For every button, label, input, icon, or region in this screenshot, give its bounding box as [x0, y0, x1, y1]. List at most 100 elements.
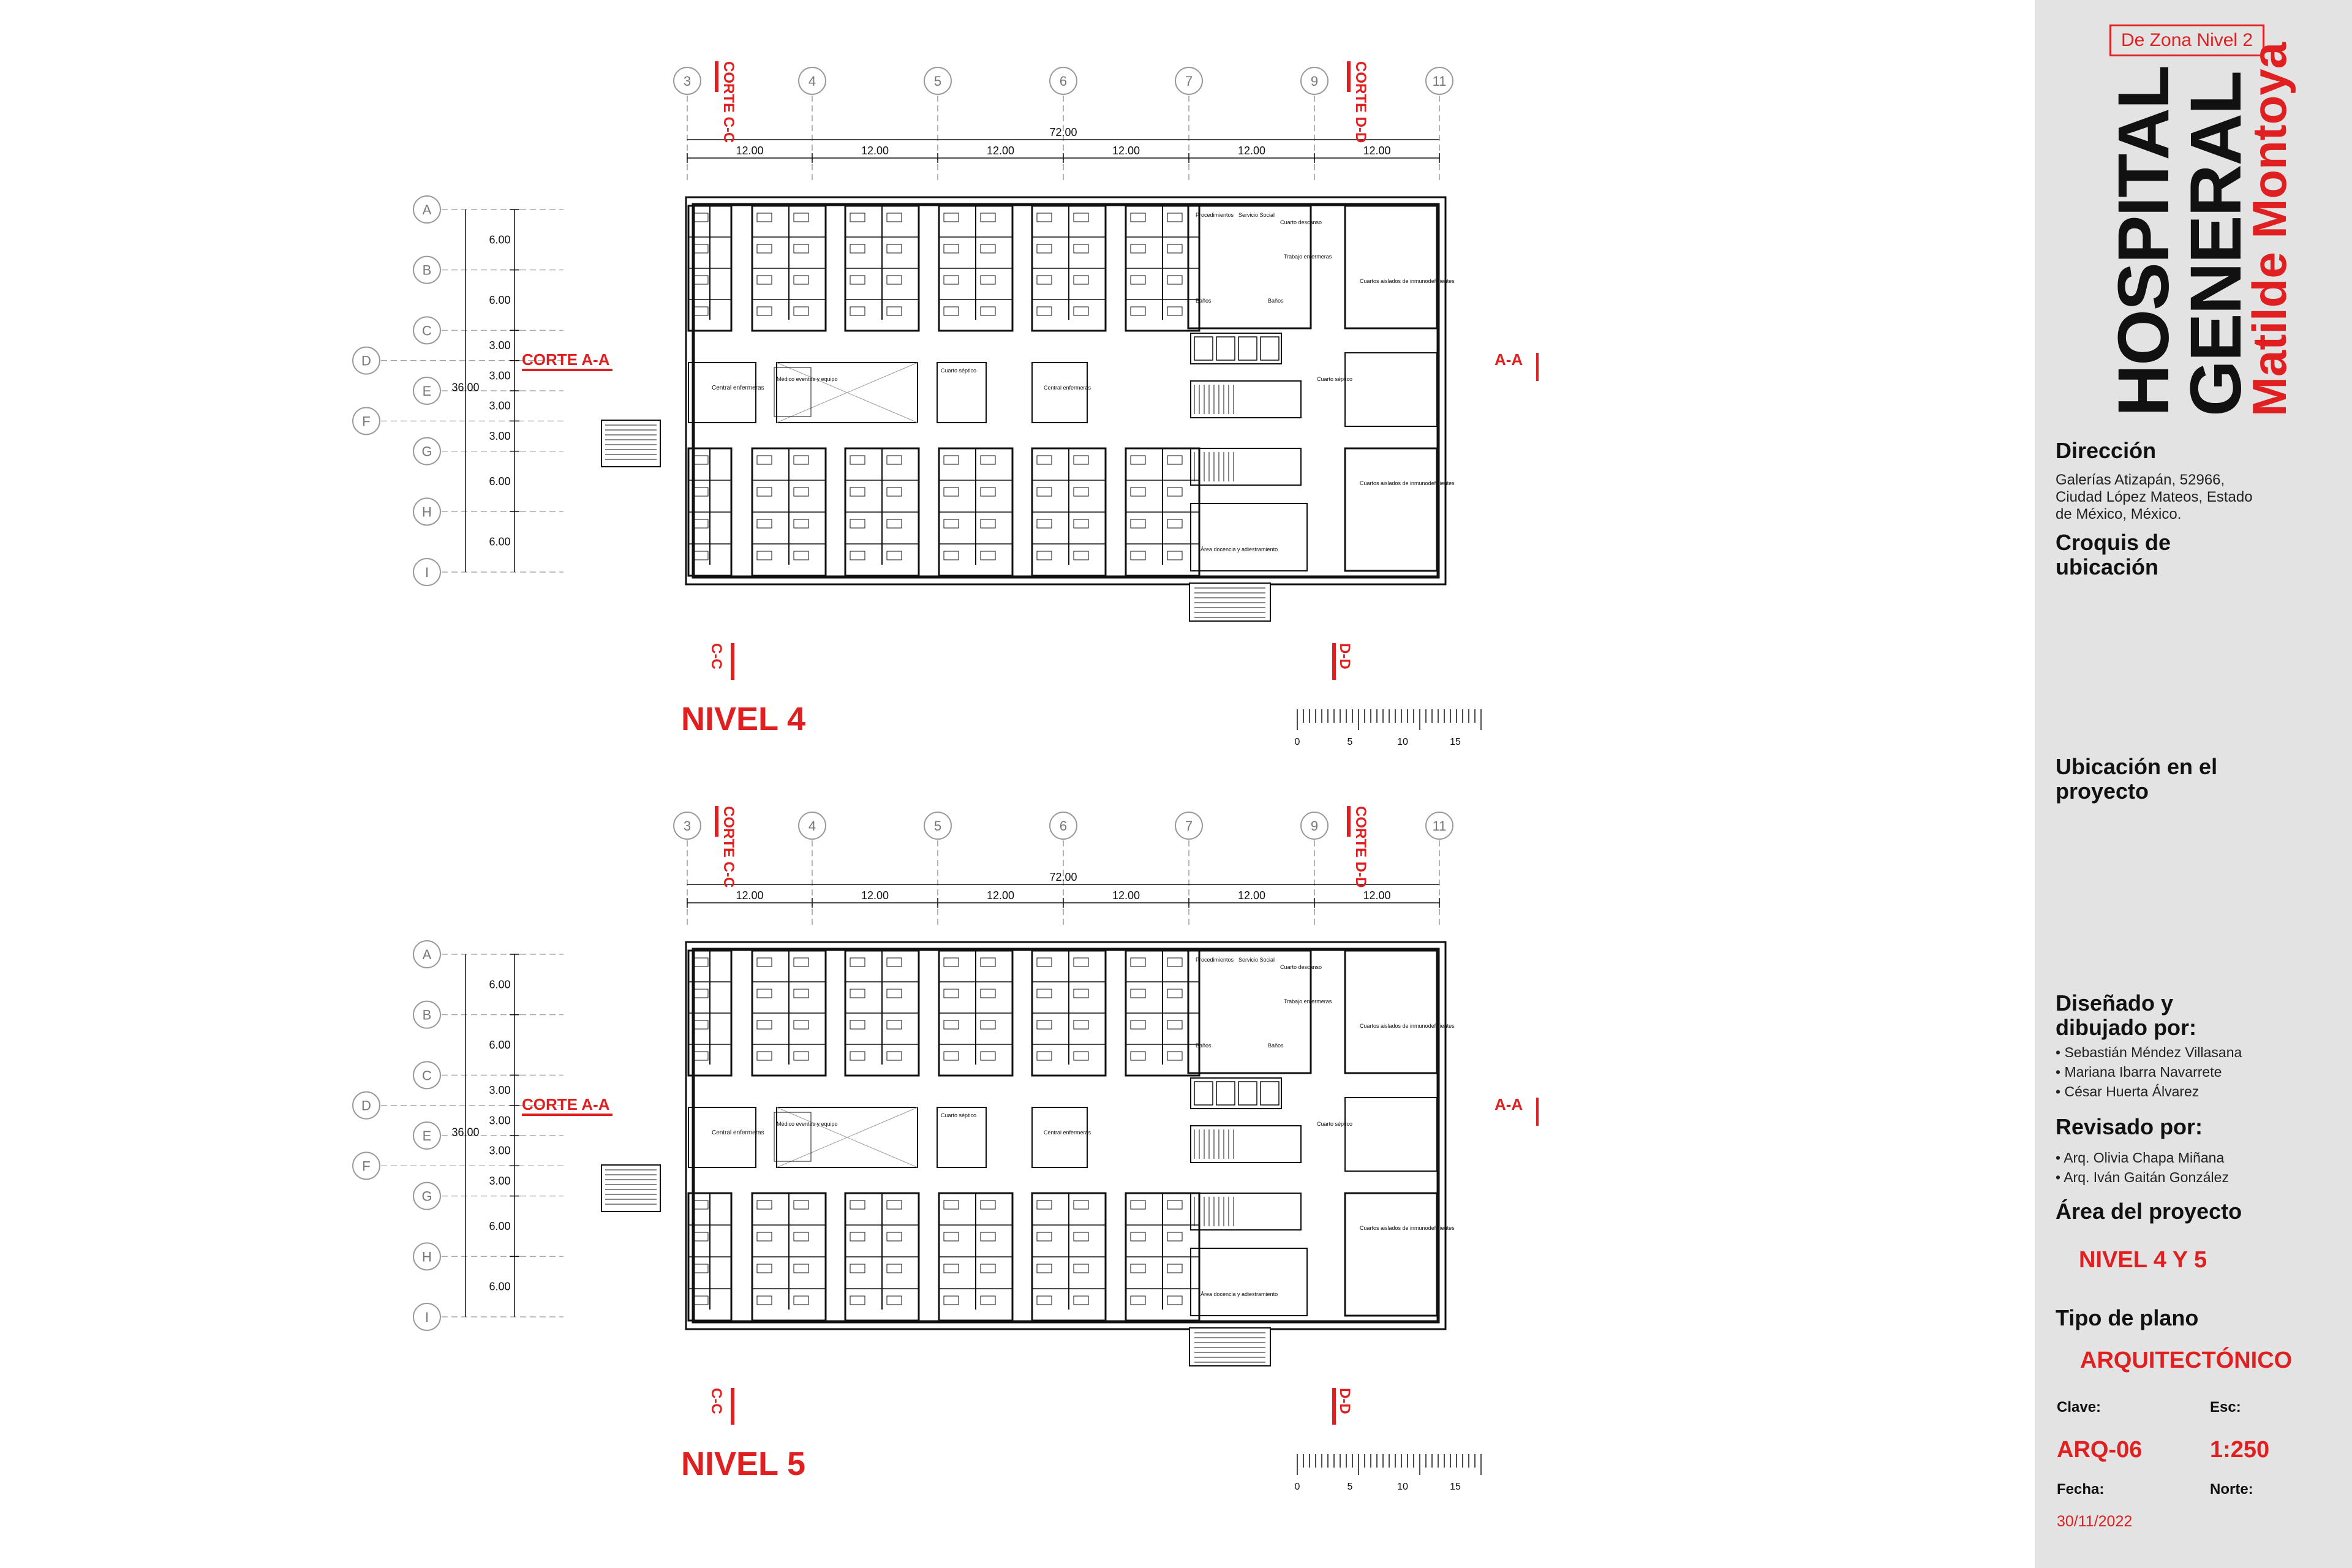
bed-icon [793, 213, 809, 222]
bed-icon [1167, 989, 1183, 998]
section-dd-label-top: CORTE D-D [1352, 806, 1369, 888]
service-core-top [1187, 205, 1312, 330]
building-inner-wall [692, 948, 1440, 1324]
bed-icon [693, 1295, 709, 1305]
bed-icon [980, 244, 996, 254]
bed-icon [943, 957, 959, 967]
row-grid-bubble [413, 437, 441, 466]
row-grid-bubble [413, 1121, 441, 1150]
bed-icon [1073, 1051, 1089, 1061]
bed-icon [693, 551, 709, 560]
column-grid-label: 5 [934, 74, 941, 89]
elevator-car [1194, 1081, 1213, 1106]
column-grid-bubble [1049, 812, 1077, 840]
zone-badge: De Zona Nivel 2 [2109, 24, 2265, 56]
elevator-car [1238, 1081, 1257, 1106]
bed-icon [1130, 1020, 1146, 1030]
bed-icon [693, 213, 709, 222]
room-label: Baños [1196, 1042, 1212, 1049]
bed-icon [850, 455, 865, 465]
bay-dimension-label: 12.00 [987, 145, 1014, 157]
bed-icon [756, 244, 772, 254]
row-dimension-label: 3.00 [489, 1145, 510, 1157]
bed-icon [886, 957, 902, 967]
room-label: Central enfermeras [1044, 385, 1091, 391]
section-cc-label-bottom: C-C [708, 643, 725, 669]
bed-icon [793, 957, 809, 967]
central-void [776, 362, 918, 423]
bed-icon [1036, 1295, 1052, 1305]
level-title: NIVEL 4 [681, 701, 805, 737]
scale-label: 15 [1450, 737, 1461, 747]
bed-icon [943, 1020, 959, 1030]
column-grid-label: 4 [809, 818, 816, 834]
bed-icon [793, 487, 809, 497]
section-dd-label-bottom: D-D [1336, 643, 1353, 669]
bed-icon [1167, 551, 1183, 560]
room-label: Cuartos aislados de inmunodeficientes [1360, 1023, 1455, 1029]
bed-icon [943, 455, 959, 465]
doctor-room [774, 367, 812, 417]
column-grid-label: 11 [1433, 74, 1447, 89]
bed-icon [1036, 306, 1052, 316]
column-grid-label: 6 [1060, 74, 1067, 89]
bed-icon [980, 1264, 996, 1273]
nurse-station-center [1031, 362, 1088, 423]
bed-icon [1130, 1051, 1146, 1061]
bed-icon [1130, 244, 1146, 254]
bed-icon [1073, 519, 1089, 529]
row-grid-bubble [413, 255, 441, 284]
column-grid-bubble [1175, 812, 1203, 840]
room-label: Cuarto descanso [1280, 219, 1322, 225]
row-grid-bubble [413, 377, 441, 405]
bed-icon [1167, 213, 1183, 222]
nurse-station-center [1031, 1107, 1088, 1168]
bed-icon [850, 957, 865, 967]
bed-icon [1130, 989, 1146, 998]
bed-icon [850, 1200, 865, 1210]
room-label: Cuartos aislados de inmunodeficientes [1360, 480, 1455, 486]
bed-icon [793, 551, 809, 560]
column-grid-bubble [924, 67, 952, 95]
section-aa-label-right: A-A [1494, 1095, 1523, 1114]
column-grid-bubble [673, 812, 701, 840]
bed-icon [793, 455, 809, 465]
section-aa-label-left: CORTE A-A [522, 1095, 610, 1114]
bed-icon [1036, 244, 1052, 254]
bed-icon [943, 1200, 959, 1210]
bed-icon [1073, 306, 1089, 316]
reviewer-item: Arq. Olivia Chapa Miñana [2056, 1148, 2229, 1167]
designer-item: Mariana Ibarra Navarrete [2056, 1062, 2242, 1082]
central-void [776, 1107, 918, 1168]
teaching-area [1190, 1248, 1308, 1316]
bed-icon [943, 213, 959, 222]
area-heading: Área del proyecto [2056, 1199, 2242, 1224]
row-grid-label: C [422, 323, 432, 338]
row-grid-label: A [423, 202, 432, 217]
bed-icon [943, 551, 959, 560]
bed-icon [980, 213, 996, 222]
column-grid-bubble [924, 812, 952, 840]
bed-icon [850, 1020, 865, 1030]
bed-icon [1167, 306, 1183, 316]
room-label: Baños [1268, 298, 1284, 304]
tipo-heading: Tipo de plano [2056, 1305, 2199, 1330]
bed-icon [886, 1051, 902, 1061]
bed-icon [850, 551, 865, 560]
isolation-rooms-top [1344, 949, 1438, 1074]
depth-dimension-label: 36.00 [451, 381, 479, 393]
column-grid-label: 5 [934, 818, 941, 834]
bed-icon [886, 1200, 902, 1210]
room-label: Cuarto séptico [941, 1112, 976, 1118]
project-title-line3: Matilde Montoya [2242, 42, 2296, 417]
room-label: Central enfermeras [712, 1129, 764, 1136]
row-grid-label: E [423, 1128, 432, 1144]
bed-icon [1073, 213, 1089, 222]
room-label: Trabajo enfermeras [1284, 254, 1332, 260]
septic-room [937, 1107, 987, 1168]
bed-icon [756, 275, 772, 285]
row-grid-label: H [422, 1249, 432, 1264]
column-grid-label: 3 [684, 818, 691, 834]
bed-icon [980, 551, 996, 560]
